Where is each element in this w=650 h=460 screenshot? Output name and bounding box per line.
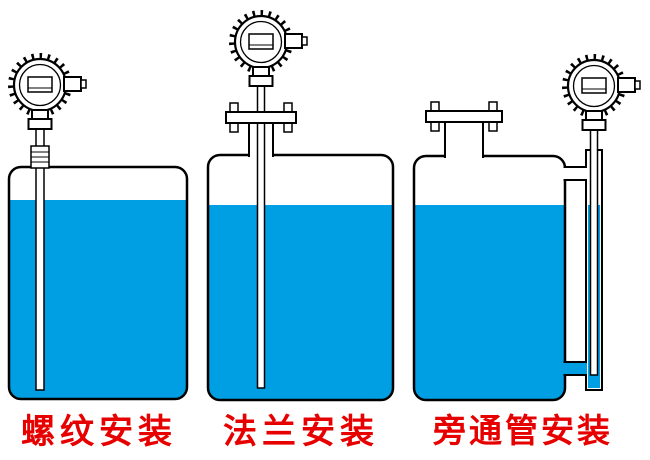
mounting-flange bbox=[225, 102, 297, 133]
flange-bolt bbox=[430, 121, 440, 132]
tank-threaded bbox=[7, 56, 189, 401]
spare-flanged-port bbox=[425, 101, 503, 158]
port-neck bbox=[445, 122, 483, 158]
transmitter-flange bbox=[232, 13, 307, 86]
tank-outline bbox=[206, 153, 395, 402]
bypass-bottom-stub bbox=[563, 362, 587, 375]
tank-outline bbox=[7, 165, 189, 401]
label-bypass-installation: 旁通管安装 bbox=[433, 412, 613, 449]
transmitter-threaded bbox=[11, 56, 86, 129]
tank-bypass bbox=[412, 57, 640, 402]
liquid-fill bbox=[209, 205, 392, 399]
flange-bolt bbox=[488, 101, 498, 112]
flange-bolt bbox=[229, 102, 239, 113]
flange-bolt bbox=[283, 102, 293, 113]
probe-rod bbox=[256, 85, 266, 389]
flange-bar bbox=[225, 111, 297, 124]
liquid-fill bbox=[415, 205, 564, 399]
flange-bar bbox=[425, 110, 503, 123]
label-flange-installation: 法兰安装 bbox=[223, 413, 379, 451]
tank-outline bbox=[412, 154, 567, 402]
flange-bolt bbox=[229, 122, 239, 133]
probe-rod bbox=[589, 129, 599, 376]
bypass-top-stub bbox=[563, 167, 587, 180]
flange-bolt bbox=[488, 121, 498, 132]
flange-bolt bbox=[430, 101, 440, 112]
label-threaded-installation: 螺纹安装 bbox=[21, 413, 177, 451]
thread-fitting bbox=[30, 145, 50, 169]
tank-flange bbox=[206, 13, 395, 402]
flange-bolt bbox=[283, 122, 293, 133]
transmitter-bypass bbox=[565, 57, 640, 130]
